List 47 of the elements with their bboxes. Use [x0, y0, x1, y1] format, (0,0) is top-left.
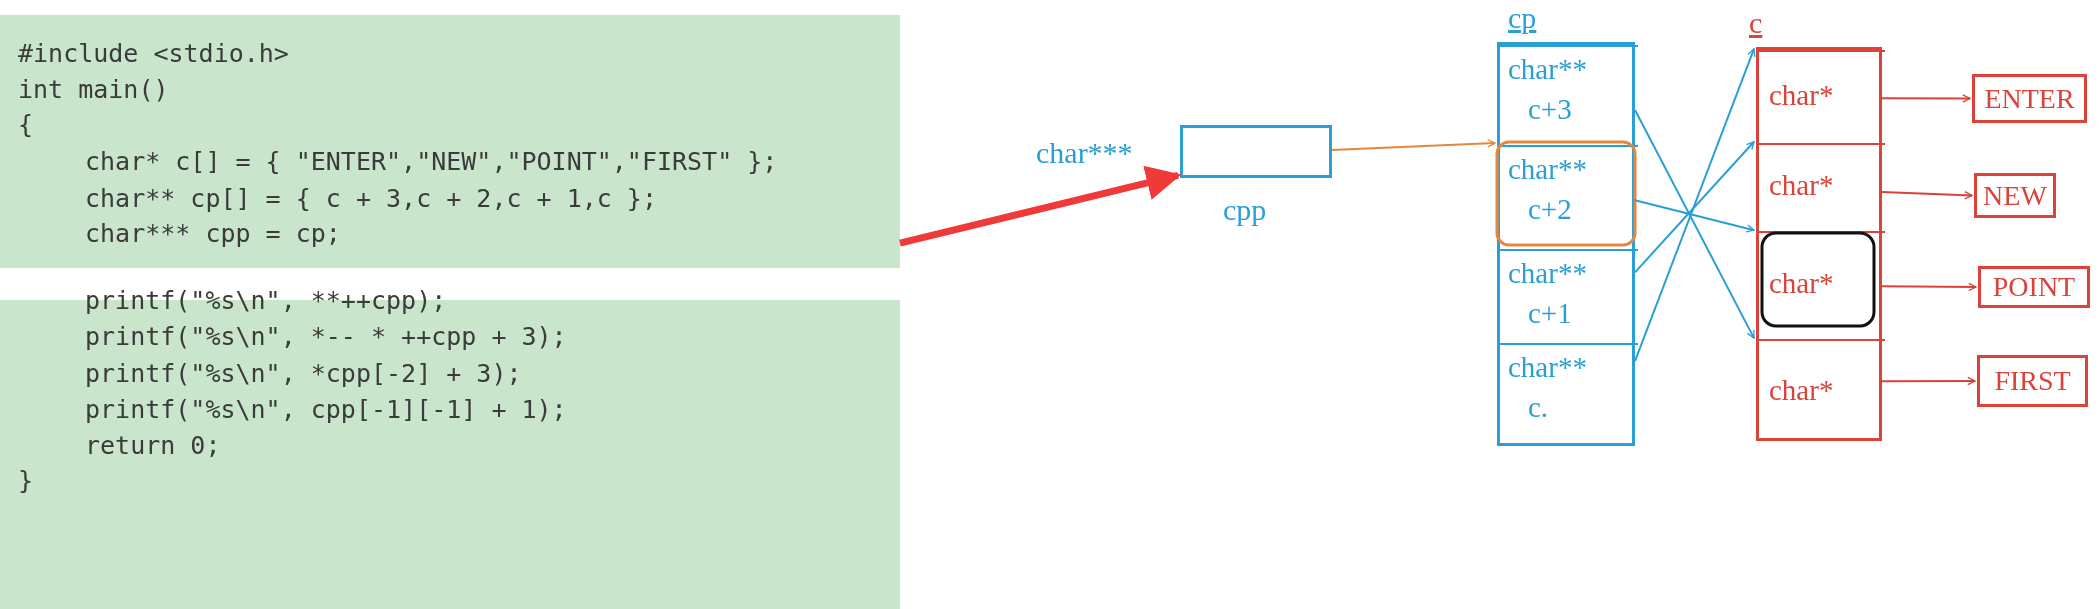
- arrow: [1881, 94, 1971, 103]
- code-line: printf("%s\n", *-- * ++cpp + 3);: [85, 321, 567, 353]
- arrow: [1634, 47, 1756, 363]
- string-box: [1974, 173, 2056, 218]
- code-line: printf("%s\n", cpp[-1][-1] + 1);: [85, 394, 567, 426]
- cell-value: c+1: [1528, 297, 1572, 330]
- string-literal: ENTER: [1984, 82, 2075, 115]
- arrow: [899, 165, 1182, 247]
- code-line: {: [18, 109, 34, 141]
- code-line: char*** cpp = cp;: [85, 218, 341, 250]
- type-label: char**: [1508, 257, 1587, 290]
- arrow: [1881, 282, 1977, 292]
- cell-value: c+3: [1528, 93, 1572, 126]
- string-literal: NEW: [1983, 179, 2047, 212]
- variable-name: cp: [1508, 1, 1537, 35]
- arrow: [1634, 199, 1755, 233]
- arrow: [1634, 109, 1755, 340]
- code-line: int main(): [18, 74, 169, 106]
- type-label: char***: [1036, 136, 1133, 170]
- code-line: #include <stdio.h>: [18, 38, 289, 70]
- cell-value: c+2: [1528, 193, 1572, 226]
- cell-value: c.: [1528, 391, 1549, 424]
- type-label: char*: [1769, 169, 1834, 202]
- code-panel: [0, 15, 900, 609]
- arrow: [1881, 376, 1976, 386]
- code-line: printf("%s\n", **++cpp);: [85, 285, 447, 317]
- arrow: [1634, 140, 1755, 274]
- variable-name: cpp: [1223, 193, 1267, 227]
- type-label: char**: [1508, 153, 1587, 186]
- variable-name: c: [1749, 6, 1763, 40]
- type-label: char*: [1769, 373, 1834, 407]
- string-literal: FIRST: [1994, 365, 2071, 397]
- code-line: printf("%s\n", *cpp[-2] + 3);: [85, 358, 522, 390]
- code-line: char* c[] = { "ENTER","NEW","POINT","FIRST" };: [85, 146, 778, 178]
- code-line: return 0;: [85, 430, 221, 462]
- type-label: char*: [1769, 267, 1834, 300]
- arrow: [1331, 139, 1496, 151]
- arrow: [1881, 190, 1973, 200]
- string-box: [1972, 74, 2087, 123]
- type-label: char**: [1508, 351, 1587, 384]
- string-box: [1978, 266, 2090, 308]
- string-box: [1977, 355, 2088, 407]
- type-label: char**: [1508, 53, 1587, 86]
- code-line: char** cp[] = { c + 3,c + 2,c + 1,c };: [85, 183, 657, 215]
- code-line: }: [18, 465, 34, 497]
- type-label: char*: [1769, 78, 1834, 112]
- string-literal: POINT: [1992, 271, 2076, 303]
